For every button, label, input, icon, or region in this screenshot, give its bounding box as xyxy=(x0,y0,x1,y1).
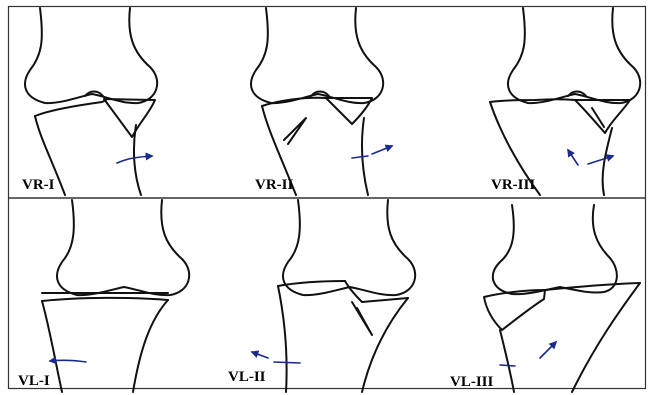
tibia-lateral-shaft xyxy=(133,300,168,392)
tibia-lateral-shaft xyxy=(603,128,612,195)
panel-label-vl-1: VL-I xyxy=(18,374,50,389)
tibia-lateral-shaft xyxy=(134,125,141,195)
panel-vr-1-drawing xyxy=(25,8,157,195)
panel-vl-1-drawing xyxy=(42,200,189,392)
comminuted-fragment xyxy=(484,290,545,330)
panel-label-vr-3: VR-III xyxy=(491,178,535,193)
tibia-plateau xyxy=(278,281,345,286)
tibia-medial-shaft xyxy=(278,286,287,392)
panel-label-vr-2: VR-II xyxy=(255,178,293,193)
femur-outline xyxy=(283,200,415,295)
panel-label-vr-1: VR-I xyxy=(22,178,55,193)
tibia-plateau xyxy=(262,98,332,106)
femur-outline xyxy=(251,8,383,103)
femur-outline xyxy=(508,8,640,103)
split-line xyxy=(284,118,306,144)
panel-vl-2-arrows xyxy=(252,352,300,363)
split-fragment xyxy=(104,99,155,137)
tibia-lateral-shaft xyxy=(362,298,408,392)
tibia-plateau-lower xyxy=(42,298,168,301)
panel-label-vl-2: VL-II xyxy=(228,370,266,385)
depressed-segment xyxy=(345,281,408,302)
femur-outline xyxy=(57,200,189,295)
panel-vl-3-drawing xyxy=(484,205,640,392)
comminuted-fragment xyxy=(575,100,630,133)
femur-outline xyxy=(25,8,157,103)
tibia-plateau-bumpy xyxy=(490,99,575,102)
panel-vr-3-drawing xyxy=(490,8,640,195)
split-wedge xyxy=(352,302,372,335)
panel-label-vl-3: VL-III xyxy=(450,375,493,390)
femur-outline xyxy=(493,205,617,294)
panel-vr-2-arrows xyxy=(352,146,392,158)
tibia-medial-shaft xyxy=(500,330,514,392)
tibia-lateral-shaft xyxy=(572,283,640,392)
panel-vr-2-drawing xyxy=(251,8,383,195)
